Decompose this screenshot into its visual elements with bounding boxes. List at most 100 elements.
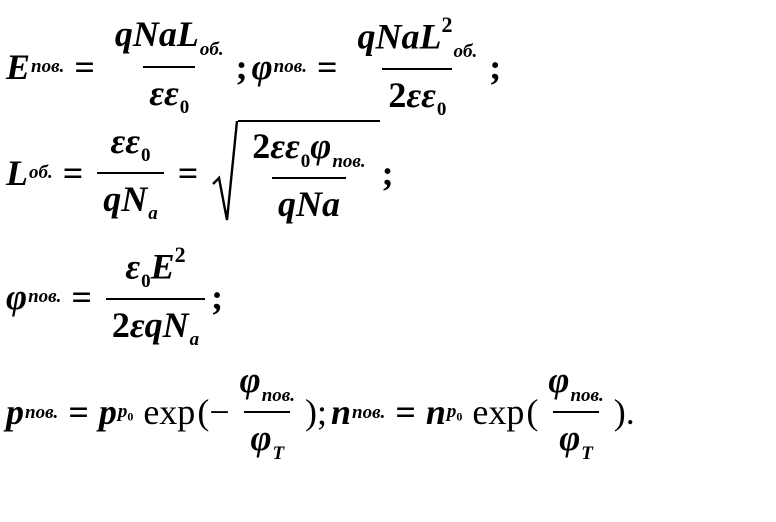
subscript-pov: пов. <box>31 56 65 78</box>
coef-2: 2 <box>252 126 271 166</box>
open-paren: ( <box>526 392 539 433</box>
symbol-phi: φ <box>239 360 261 400</box>
denominator: εε0 <box>143 65 196 119</box>
term-epseps: εε <box>149 72 179 113</box>
subscript-zero: 0 <box>141 145 151 167</box>
subscript-a: a <box>148 203 158 225</box>
symbol-phi: φ <box>310 126 332 166</box>
symbol-eps: ε <box>125 246 141 287</box>
separator: ; <box>235 46 248 87</box>
equals-sign: = <box>316 46 338 87</box>
term-qNa: qNa <box>277 184 340 225</box>
subscript-zero: 0 <box>141 271 151 293</box>
subscript-T: T <box>581 442 593 464</box>
denominator: qNa <box>97 171 164 225</box>
subscript-zero: 0 <box>179 97 190 119</box>
numerator: φпов. <box>542 360 609 411</box>
equals-sign: = <box>62 152 84 193</box>
minus-sign: − <box>209 392 230 433</box>
superscript-2: 2 <box>174 242 186 267</box>
numerator: ε0E2 <box>119 242 191 298</box>
subscript-p0: p0 <box>118 402 134 423</box>
radicand: 2εε0φпов. qNa <box>238 120 380 226</box>
numerator: qNaLоб. <box>109 14 230 65</box>
term-epseps: εε <box>406 74 436 115</box>
fraction-radicand: 2εε0φпов. qNa <box>246 126 371 226</box>
subscript-zero: 0 <box>456 409 463 424</box>
symbol-phi: φ <box>548 360 570 400</box>
function-exp: exp <box>143 392 196 433</box>
radical-sign-icon <box>212 120 239 221</box>
subscript-p0: p0 <box>447 402 463 423</box>
term-qN: qN <box>144 304 189 345</box>
coef-2: 2 <box>388 74 407 115</box>
numerator: φпов. <box>234 360 301 411</box>
denominator: φT <box>244 411 291 464</box>
superscript-2: 2 <box>441 12 453 37</box>
square-root: 2εε0φпов. qNa <box>212 120 380 226</box>
numerator: qNaL2об. <box>351 12 483 68</box>
function-exp: exp <box>472 392 525 433</box>
fraction-potential: qNaL2об. 2εε0 <box>351 12 483 121</box>
close-paren-period: ). <box>613 392 635 433</box>
subscript-pov: пов. <box>332 150 366 172</box>
subscript-ob: об. <box>453 41 478 63</box>
numerator: 2εε0φпов. <box>246 126 371 177</box>
symbol-E: E <box>6 46 31 87</box>
equals-sign: = <box>68 392 89 433</box>
fraction-length: εε0 qNa <box>97 121 164 226</box>
fraction-field: qNaLоб. εε0 <box>109 14 230 119</box>
symbol-phi: φ <box>250 418 272 459</box>
equals-sign: = <box>74 46 95 87</box>
symbol-p: p <box>98 392 117 433</box>
term-epseps: εε <box>270 126 300 166</box>
subscript-pov: пов. <box>570 384 604 406</box>
subscript-ob: об. <box>29 162 53 184</box>
subscript-pov: пов. <box>352 401 386 423</box>
subscript-pov: пов. <box>25 401 59 423</box>
fraction-potential-field: ε0E2 2εqNa <box>105 242 206 351</box>
subscript-p: p <box>117 401 128 423</box>
equals-sign: = <box>71 276 92 317</box>
term-qNaL: qNaL <box>357 16 442 57</box>
fraction-phi-ratio: φпов. φT <box>542 360 609 465</box>
denominator: 2εε0 <box>382 67 453 121</box>
term-qNaL: qNaL <box>114 14 199 55</box>
separator: ; <box>211 276 224 317</box>
numerator: εε0 <box>104 121 156 172</box>
separator: ; <box>489 46 502 87</box>
subscript-ob: об. <box>199 38 224 60</box>
separator: ; <box>381 152 394 193</box>
subscript-zero: 0 <box>300 150 311 172</box>
symbol-eps: ε <box>129 304 145 345</box>
open-paren: ( <box>197 392 210 433</box>
symbol-phi: φ <box>251 46 273 87</box>
subscript-T: T <box>272 442 285 464</box>
denominator: 2εqNa <box>105 297 206 351</box>
symbol-E: E <box>150 246 175 287</box>
subscript-p: p <box>446 401 457 423</box>
equals-sign: = <box>395 392 416 433</box>
subscript-a: a <box>189 329 200 351</box>
coef-2: 2 <box>111 304 130 345</box>
symbol-phi: φ <box>6 276 28 317</box>
equals-sign: = <box>177 152 199 193</box>
symbol-L: L <box>6 152 28 193</box>
subscript-pov: пов. <box>261 384 295 406</box>
close-paren-semicolon: ); <box>305 392 327 433</box>
denominator: φT <box>553 411 599 464</box>
subscript-pov: пов. <box>273 56 307 78</box>
term-qN: qN <box>103 178 148 219</box>
symbol-n: n <box>331 392 352 433</box>
symbol-n: n <box>425 392 446 433</box>
symbol-phi: φ <box>559 418 581 459</box>
fraction-phi-ratio: φпов. φT <box>234 360 301 465</box>
subscript-zero: 0 <box>436 99 447 121</box>
symbol-p: p <box>6 392 24 433</box>
subscript-pov: пов. <box>28 286 62 308</box>
